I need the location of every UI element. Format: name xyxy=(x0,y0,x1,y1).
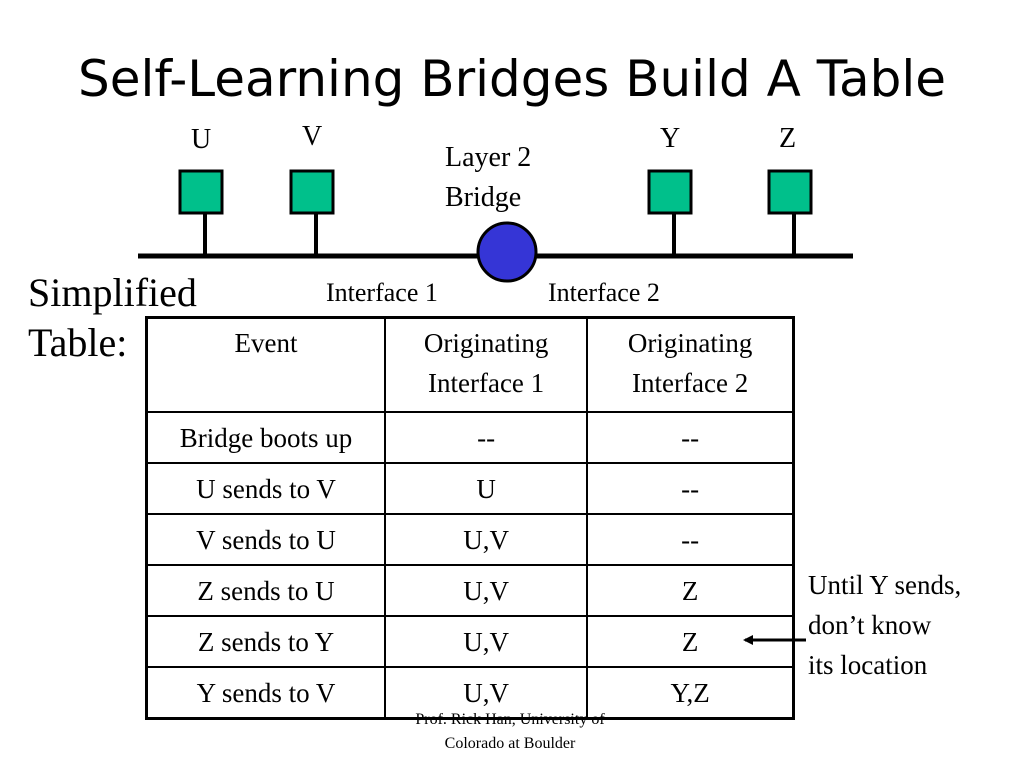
table-cell: Z xyxy=(586,564,795,617)
table-row: U sends to V U -- xyxy=(145,462,795,515)
footer-credit: Prof. Rick Han, University of Colorado a… xyxy=(370,708,650,756)
table-cell: U,V xyxy=(383,615,589,668)
table-row: Z sends to U U,V Z xyxy=(145,564,795,617)
header-interface-2: Originating Interface 2 xyxy=(586,316,795,413)
table-cell: -- xyxy=(383,411,589,464)
host-y-box xyxy=(647,169,693,215)
bridge-table: Event Originating Interface 1 Originatin… xyxy=(145,316,795,720)
table-cell: Z xyxy=(586,615,795,668)
table-header-row: Event Originating Interface 1 Originatin… xyxy=(145,316,795,413)
table-cell: U,V xyxy=(383,513,589,566)
caption-line2: Table: xyxy=(28,320,128,365)
interface-2-label: Interface 2 xyxy=(548,278,660,307)
table-caption: Simplified Table: xyxy=(28,268,197,368)
header-event: Event xyxy=(145,316,386,413)
host-y-label: Y xyxy=(660,123,681,154)
bridge-label-line1: Layer 2 xyxy=(445,142,532,173)
table-cell: Z sends to Y xyxy=(145,615,386,668)
table-cell: U,V xyxy=(383,564,589,617)
host-z-box xyxy=(767,169,813,215)
header-text: Originating xyxy=(627,328,753,358)
header-text: Interface 2 xyxy=(632,368,749,398)
table-cell: Z sends to U xyxy=(145,564,386,617)
table-cell: U xyxy=(383,462,589,515)
annotation-line2: don’t know xyxy=(808,610,932,640)
header-text: Originating xyxy=(423,328,549,358)
table-cell: U,V xyxy=(383,666,589,720)
header-text: Interface 1 xyxy=(428,368,545,398)
host-v-box xyxy=(289,169,335,215)
table-cell: Bridge boots up xyxy=(145,411,386,464)
table-row: Z sends to Y U,V Z xyxy=(145,615,795,668)
caption-line1: Simplified xyxy=(28,270,197,315)
host-u-box xyxy=(178,169,224,215)
header-text: Event xyxy=(234,328,298,358)
host-u-label: U xyxy=(191,124,212,155)
footer-line2: Colorado at Boulder xyxy=(444,735,576,752)
host-v-label: V xyxy=(302,121,323,152)
table-cell: -- xyxy=(586,462,795,515)
annotation-line3: its location xyxy=(808,650,928,680)
footer-line1: Prof. Rick Han, University of xyxy=(415,711,605,728)
table-cell: -- xyxy=(586,513,795,566)
table-cell: U sends to V xyxy=(145,462,386,515)
header-interface-1: Originating Interface 1 xyxy=(383,316,589,413)
table-row: Bridge boots up -- -- xyxy=(145,411,795,464)
bridge-label: Layer 2 Bridge xyxy=(445,138,531,218)
slide-title: Self-Learning Bridges Build A Table xyxy=(78,50,946,108)
interface-1-label: Interface 1 xyxy=(326,278,438,307)
table-cell: Y,Z xyxy=(586,666,795,720)
bridge-label-line2: Bridge xyxy=(445,182,522,213)
table-cell: V sends to U xyxy=(145,513,386,566)
host-z-label: Z xyxy=(779,123,797,154)
annotation-line1: Until Y sends, xyxy=(808,570,962,600)
table-cell: -- xyxy=(586,411,795,464)
table-cell: Y sends to V xyxy=(145,666,386,720)
annotation-note: Until Y sends, don’t know its location xyxy=(808,565,961,685)
table-row: V sends to U U,V -- xyxy=(145,513,795,566)
bridge-node xyxy=(476,221,538,283)
table-row: Y sends to V U,V Y,Z xyxy=(145,666,795,720)
